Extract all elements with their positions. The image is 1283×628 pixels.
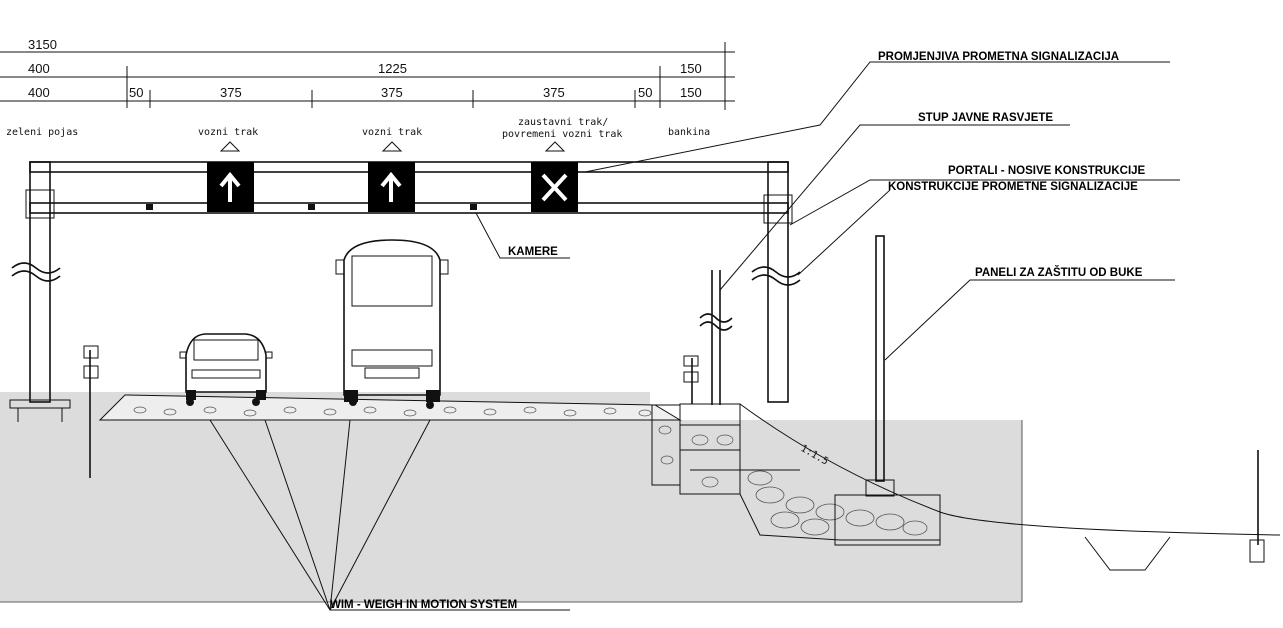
lane-marker-2 <box>381 141 403 152</box>
dim-left-belt: 400 <box>28 61 50 76</box>
lane-label-green-belt: zeleni pojas <box>6 127 78 138</box>
noise-panel <box>865 235 895 497</box>
sensor-pole-left <box>83 345 99 478</box>
sign-arrow-1 <box>207 162 254 212</box>
lane-marker-3 <box>544 141 566 152</box>
callout-portal-2: KONSTRUKCIJE PROMETNE SIGNALIZACIJE <box>888 181 1138 193</box>
dim-carriageway: 1225 <box>378 61 407 76</box>
callout-wim: WIM - WEIGH IN MOTION SYSTEM <box>330 599 517 611</box>
lane-marker-1 <box>219 141 241 152</box>
callout-cameras: KAMERE <box>508 246 558 258</box>
lane-label-shoulder: bankina <box>668 127 710 138</box>
dim-lane2: 375 <box>381 85 403 100</box>
camera-2 <box>308 204 315 210</box>
sign-arrow-2 <box>368 162 415 212</box>
camera-3 <box>470 204 477 210</box>
lane-label-1: vozni trak <box>198 127 258 138</box>
dim-total: 3150 <box>28 37 57 52</box>
lane-label-3a: zaustavni trak/ <box>518 117 608 128</box>
dim-shoulder-2: 150 <box>680 85 702 100</box>
lighting-pole <box>699 270 733 405</box>
dim-lane3: 375 <box>543 85 565 100</box>
callout-leaders <box>209 61 1180 611</box>
callout-noise-panels: PANELI ZA ZAŠTITU OD BUKE <box>975 266 1143 279</box>
dim-lane1: 375 <box>220 85 242 100</box>
dimension-chain: 3150 400 1225 150 400 50 375 375 375 50 … <box>0 37 735 110</box>
car-icon <box>179 333 273 400</box>
wim-sensor-4 <box>426 401 434 409</box>
lane-label-2: vozni trak <box>362 127 422 138</box>
sign-cross <box>531 162 578 212</box>
fence-post <box>1249 450 1265 563</box>
callout-portal-1: PORTALI - NOSIVE KONSTRUKCIJE <box>948 165 1146 177</box>
dim-belt: 400 <box>28 85 50 100</box>
callout-variable-signs: PROMJENJIVA PROMETNA SIGNALIZACIJA <box>878 51 1119 63</box>
lane-label-3b: povremeni vozni trak <box>502 129 622 140</box>
curb-drainage <box>651 355 800 495</box>
bus-icon <box>335 239 449 402</box>
dim-edge-left: 50 <box>129 85 143 100</box>
camera-1 <box>146 204 153 210</box>
callout-lighting-pole: STUP JAVNE RASVJETE <box>918 112 1053 124</box>
dim-edge-right: 50 <box>638 85 652 100</box>
dim-shoulder: 150 <box>680 61 702 76</box>
